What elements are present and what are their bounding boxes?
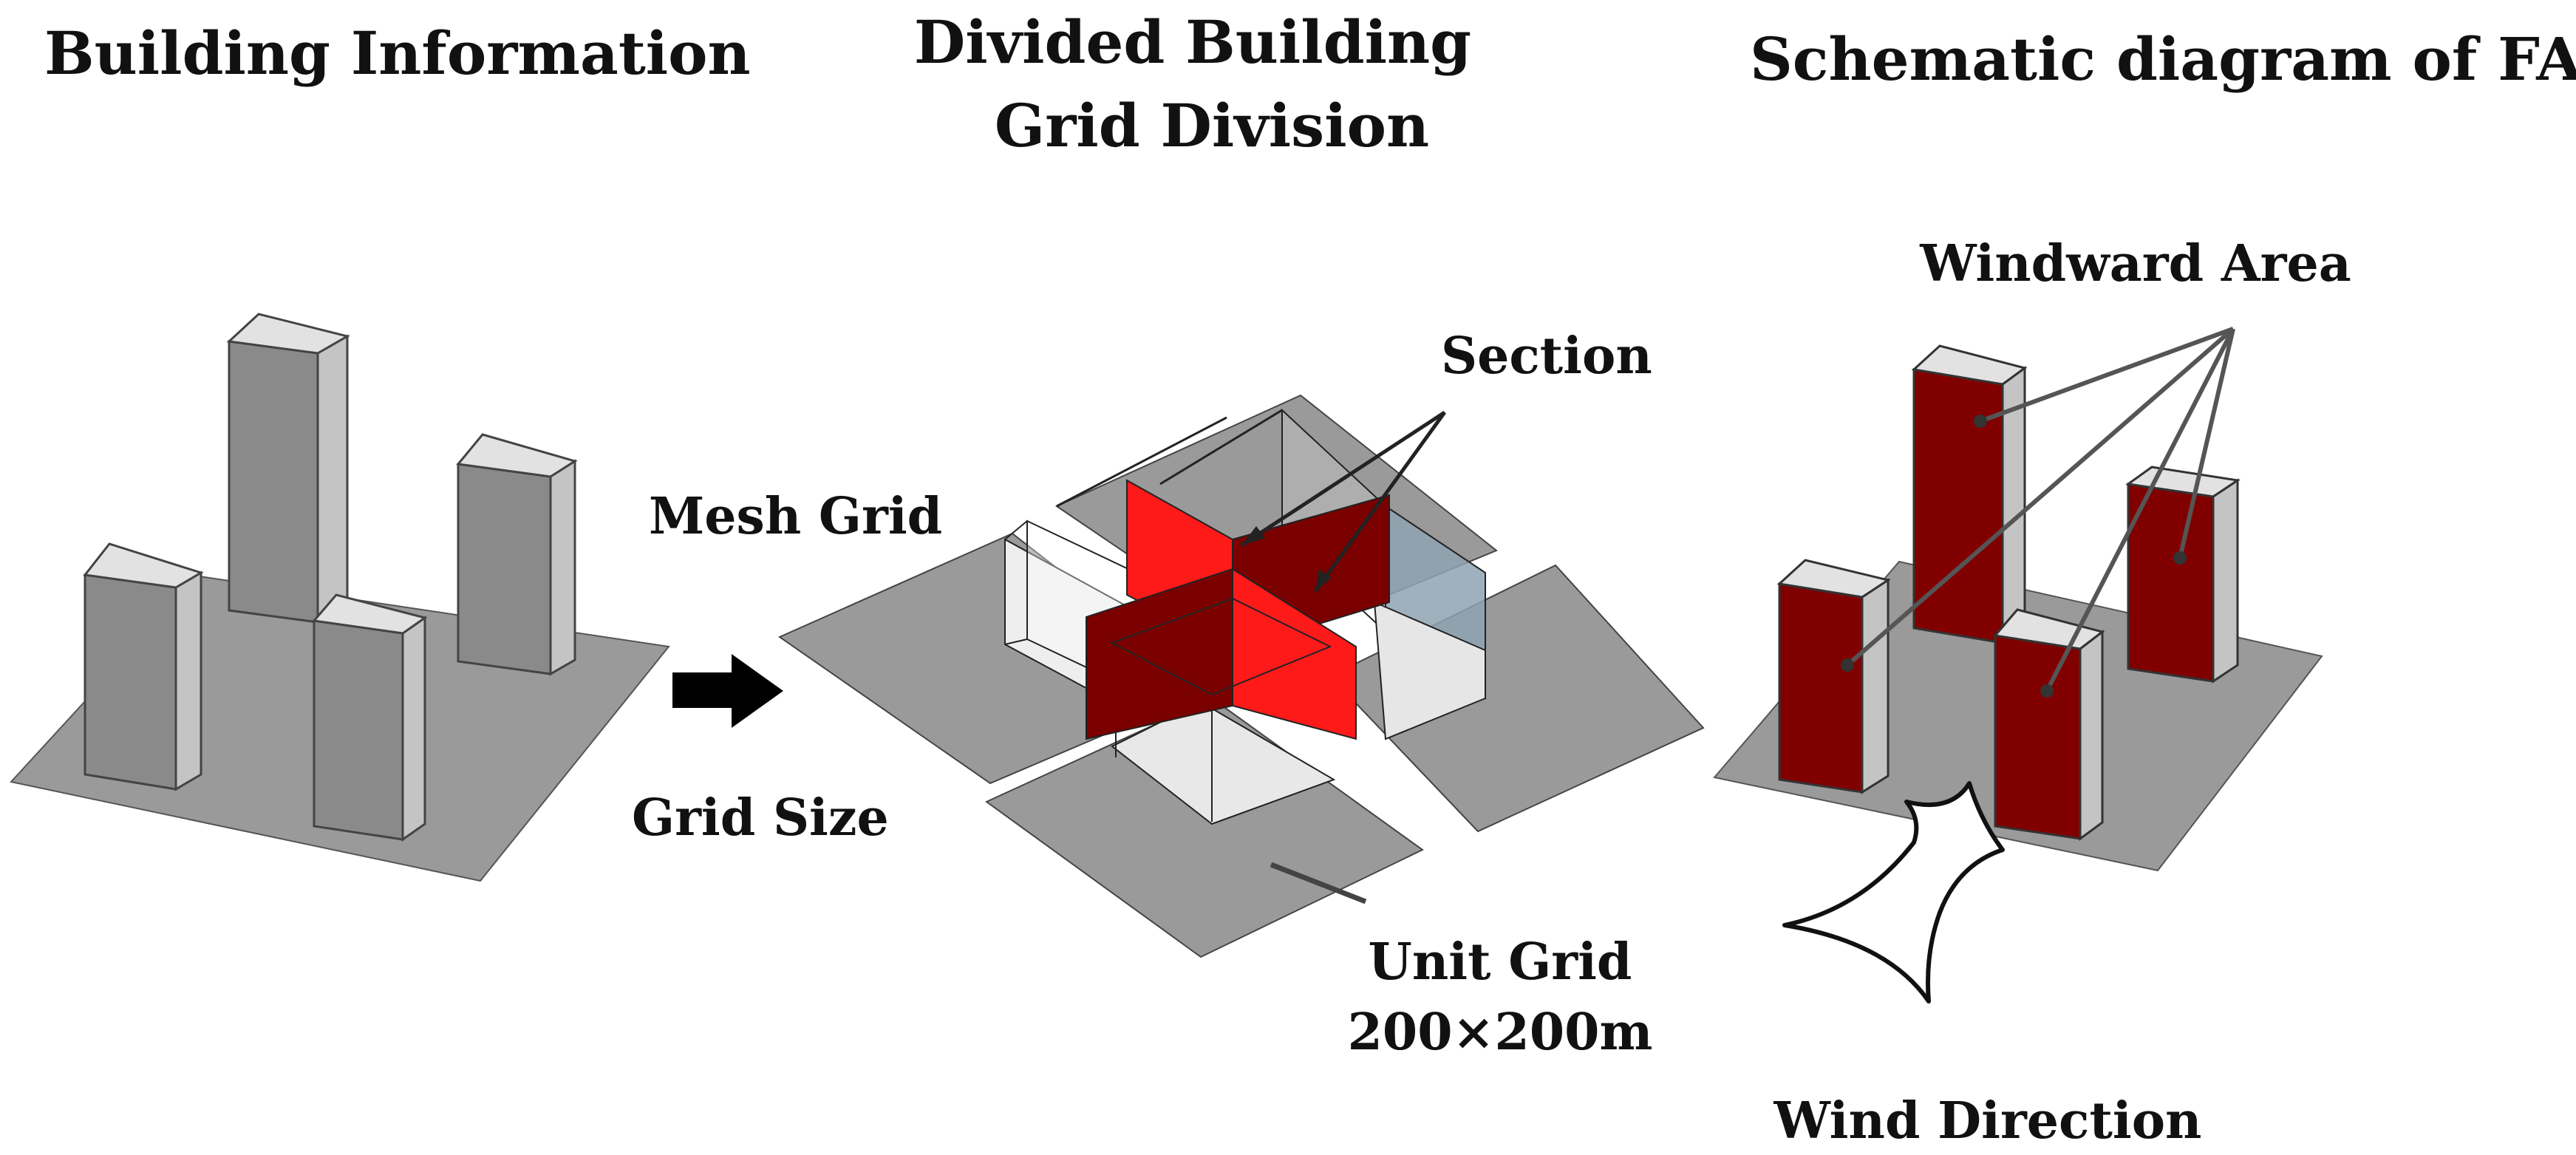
building-tall (226, 313, 350, 624)
fad-building-left (1776, 559, 1891, 794)
windward-pointer-left (1846, 327, 2235, 667)
wind-direction-arrow-icon (1782, 781, 2005, 1004)
label-windward-area: Windward Area (1919, 234, 2351, 293)
panel-title-divided-building-line1: Divided Building (914, 7, 1471, 77)
section-pointer-2 (1313, 411, 1447, 593)
section-planes (1086, 479, 1390, 740)
windward-pointer-tall (1979, 327, 2235, 423)
divided-building-grid (777, 394, 1705, 958)
fad-building-tall (1911, 344, 2028, 645)
label-grid-size: Grid Size (632, 788, 889, 848)
fad-schematic-model (1713, 327, 2323, 1004)
label-mesh-grid: Mesh Grid (649, 487, 942, 546)
building-information-model (10, 313, 670, 882)
building-right (456, 433, 578, 676)
label-unit-grid-line2: 200×200m (1348, 1003, 1653, 1062)
section-plane-front-right (1232, 568, 1357, 740)
unit-grid-pointer (1270, 862, 1367, 904)
section-plane-center-edge (1110, 597, 1332, 696)
panel-title-building-information: Building Information (44, 18, 751, 88)
panel-title-fad-schematic: Schematic diagram of FAD (1750, 24, 2576, 94)
right-arrow-icon (672, 654, 783, 728)
windward-arrowheads (1841, 415, 2187, 698)
building-left (83, 542, 204, 791)
grid-quadrant-front (985, 697, 1424, 958)
fad-building-right (2125, 466, 2241, 684)
windward-pointers (1846, 327, 2235, 692)
windward-pointer-right (2178, 328, 2235, 559)
section-pointer-2-arrowhead (1315, 569, 1332, 591)
fad-building-front (1993, 608, 2105, 841)
panel-title-divided-building-line2: Grid Division (995, 91, 1429, 160)
label-unit-grid-line1: Unit Grid (1369, 933, 1632, 992)
section-pointer-1 (1240, 410, 1446, 548)
section-pointer-1-arrowhead (1241, 526, 1265, 545)
label-section: Section (1441, 327, 1652, 386)
windward-pointer-front (2045, 327, 2235, 692)
building-front (312, 593, 428, 842)
label-wind-direction: Wind Direction (1773, 1091, 2202, 1151)
